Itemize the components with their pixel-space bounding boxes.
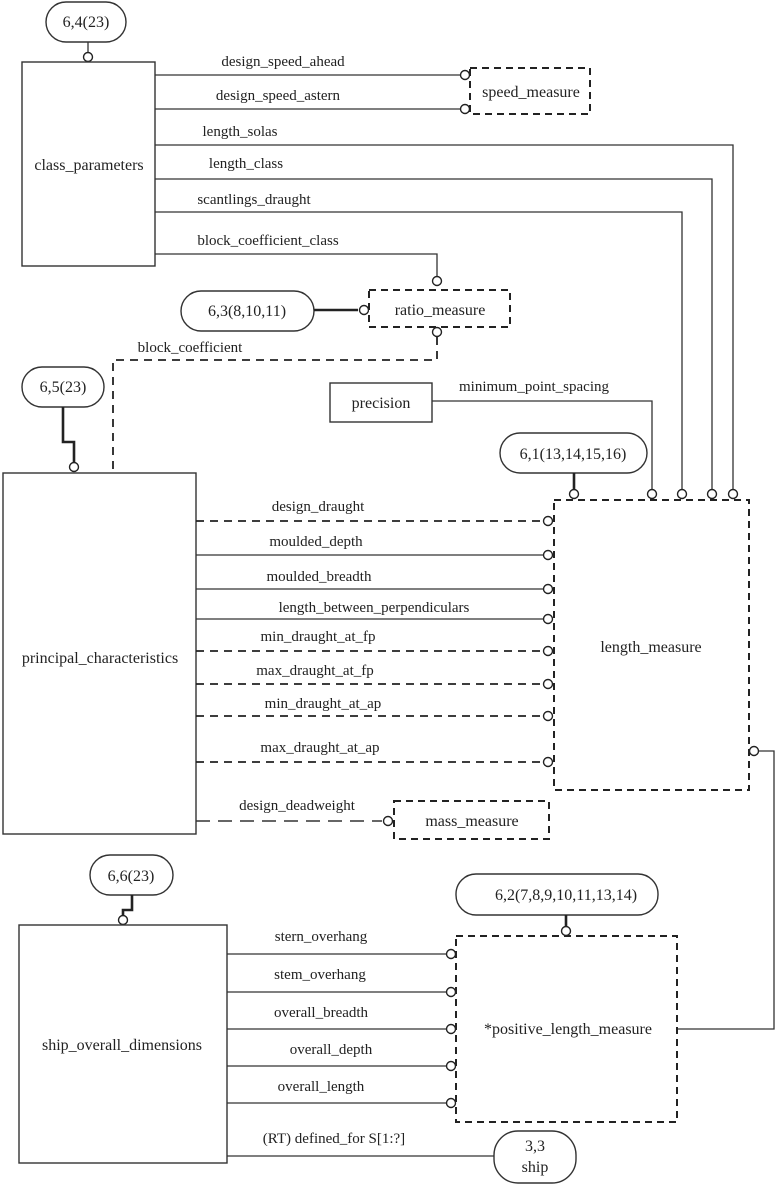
attr-min-draught-at-ap: min_draught_at_ap — [265, 696, 382, 712]
attr-length-between-perpendiculars: length_between_perpendiculars — [279, 600, 470, 616]
type-length-measure-label: length_measure — [600, 639, 701, 656]
attr-minimum-point-spacing: minimum_point_spacing — [459, 379, 609, 395]
relation-length-solas — [155, 144, 734, 489]
relation-block-coefficient-class — [155, 253, 438, 276]
attr-min-draught-at-fp: min_draught_at_fp — [261, 629, 376, 645]
type-ratio-measure[interactable] — [368, 289, 511, 328]
relation-length-class — [155, 178, 713, 489]
attr-max-draught-at-fp: max_draught_at_fp — [256, 663, 373, 679]
entity-principal-characteristics[interactable] — [2, 472, 197, 835]
relation-minimum-point-spacing — [432, 400, 653, 489]
entity-precision[interactable] — [329, 382, 433, 423]
entity-ship-overall-dimensions[interactable] — [18, 924, 228, 1164]
type-mass-measure-label: mass_measure — [425, 813, 518, 830]
attr-design-speed-ahead: design_speed_ahead — [221, 54, 345, 70]
page-ref-positive-length-measure-label: 6,2(7,8,9,10,11,13,14) — [495, 887, 637, 904]
type-length-measure[interactable] — [553, 499, 750, 791]
page-ref-length-measure-label: 6,1(13,14,15,16) — [520, 446, 627, 463]
entity-class-parameters-label: class_parameters — [34, 157, 143, 174]
attr-block-coefficient: block_coefficient — [138, 340, 244, 356]
page-ref-class-parameters[interactable] — [45, 1, 127, 43]
attr-moulded-depth: moulded_depth — [269, 534, 363, 550]
attr-block-coefficient-class: block_coefficient_class — [197, 233, 338, 249]
page-ref-class-parameters-label: 6,4(23) — [63, 14, 110, 31]
page-ref-ship-line2: ship — [522, 1159, 549, 1176]
type-positive-length-measure[interactable] — [455, 935, 678, 1123]
attr-defined-for: (RT) defined_for S[1:?] — [263, 1131, 405, 1147]
type-ratio-measure-label: ratio_measure — [395, 302, 486, 319]
page-ref-principal-characteristics-label: 6,5(23) — [40, 379, 87, 396]
entity-ship-overall-dimensions-label: ship_overall_dimensions — [42, 1037, 202, 1054]
attr-overall-breadth: overall_breadth — [274, 1005, 369, 1021]
attr-stern-overhang: stern_overhang — [275, 929, 368, 945]
attr-length-class: length_class — [209, 156, 283, 172]
type-speed-measure[interactable] — [469, 67, 591, 115]
attr-overall-depth: overall_depth — [290, 1042, 373, 1058]
page-ref-ship[interactable] — [493, 1130, 577, 1184]
type-mass-measure[interactable] — [393, 800, 550, 840]
relation-subtype-positive-length — [677, 750, 775, 1030]
attr-max-draught-at-ap: max_draught_at_ap — [260, 740, 379, 756]
relation-block-coefficient — [112, 337, 438, 473]
page-ref-ship-overall-dimensions-label: 6,6(23) — [108, 868, 155, 885]
entity-class-parameters[interactable] — [21, 61, 156, 267]
attr-length-solas: length_solas — [203, 124, 278, 140]
page-ref-ship-line1: 3,3 — [525, 1138, 545, 1155]
attr-design-draught: design_draught — [272, 499, 365, 515]
attr-moulded-breadth: moulded_breadth — [267, 569, 372, 585]
page-ref-positive-length-measure[interactable] — [455, 873, 659, 916]
page-ref-ratio-measure-label: 6,3(8,10,11) — [208, 303, 286, 320]
connector-circle — [82, 51, 94, 63]
attr-stem-overhang: stem_overhang — [274, 967, 366, 983]
type-speed-measure-label: speed_measure — [482, 84, 580, 101]
attr-design-deadweight: design_deadweight — [239, 798, 356, 814]
type-positive-length-measure-label: *positive_length_measure — [484, 1021, 652, 1038]
relation-scantlings-draught — [155, 211, 683, 489]
attr-scantlings-draught: scantlings_draught — [197, 192, 311, 208]
entity-principal-characteristics-label: principal_characteristics — [22, 650, 178, 667]
entity-precision-label: precision — [352, 395, 411, 412]
attr-overall-length: overall_length — [278, 1079, 365, 1095]
attr-design-speed-astern: design_speed_astern — [216, 88, 341, 104]
